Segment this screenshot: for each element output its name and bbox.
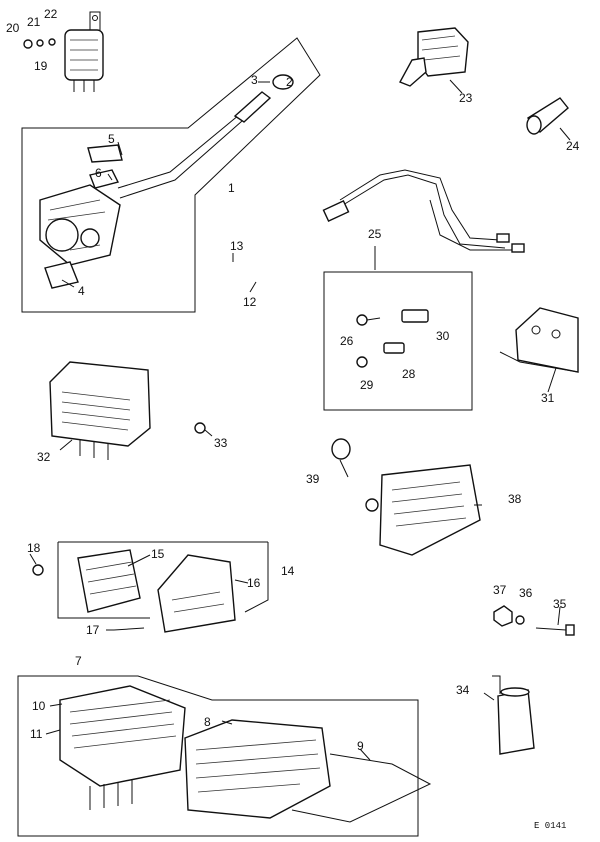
fuse-box bbox=[77, 549, 236, 633]
drawing-code: E 0141 bbox=[534, 821, 566, 831]
label-1: 1 bbox=[228, 181, 235, 195]
label-15: 15 bbox=[151, 547, 165, 561]
screw-33 bbox=[194, 422, 206, 434]
label-17: 17 bbox=[86, 623, 100, 637]
label-13: 13 bbox=[230, 239, 244, 253]
assembly-7-frame bbox=[17, 675, 419, 837]
label-16: 16 bbox=[247, 576, 261, 590]
label-34: 34 bbox=[456, 683, 470, 697]
part-labels: 1 2 3 4 5 6 7 8 9 10 11 12 13 14 15 16 1… bbox=[6, 7, 580, 831]
label-6: 6 bbox=[95, 166, 102, 180]
label-3: 3 bbox=[251, 73, 258, 87]
screw-17 bbox=[113, 627, 145, 631]
label-39: 39 bbox=[306, 472, 320, 486]
label-23: 23 bbox=[459, 91, 473, 105]
flasher-unit bbox=[23, 11, 104, 92]
label-31: 31 bbox=[541, 391, 555, 405]
wiring-harness bbox=[322, 169, 525, 253]
label-36: 36 bbox=[519, 586, 533, 600]
label-28: 28 bbox=[402, 367, 416, 381]
label-20: 20 bbox=[6, 21, 20, 35]
label-4: 4 bbox=[78, 284, 85, 298]
label-2: 2 bbox=[286, 75, 293, 89]
control-module bbox=[365, 464, 481, 556]
label-33: 33 bbox=[214, 436, 228, 450]
label-32: 32 bbox=[37, 450, 51, 464]
label-7: 7 bbox=[75, 654, 82, 668]
assembly-1-frame bbox=[21, 37, 321, 313]
label-14: 14 bbox=[281, 564, 295, 578]
regulator-assembly bbox=[59, 685, 432, 823]
label-5: 5 bbox=[108, 132, 115, 146]
label-26: 26 bbox=[340, 334, 354, 348]
connector-kit-frame bbox=[323, 271, 473, 411]
grommet-39 bbox=[331, 438, 351, 460]
connector-parts bbox=[356, 309, 429, 368]
label-29: 29 bbox=[360, 378, 374, 392]
toggle-switch bbox=[399, 27, 469, 87]
fuse-box-frame bbox=[57, 541, 269, 619]
label-24: 24 bbox=[566, 139, 580, 153]
leader-lines bbox=[29, 79, 571, 761]
label-25: 25 bbox=[368, 227, 382, 241]
relay-box bbox=[49, 361, 151, 460]
label-19: 19 bbox=[34, 59, 48, 73]
label-30: 30 bbox=[436, 329, 450, 343]
screw-18 bbox=[32, 564, 44, 576]
label-8: 8 bbox=[204, 715, 211, 729]
label-35: 35 bbox=[553, 597, 567, 611]
label-18: 18 bbox=[27, 541, 41, 555]
label-37: 37 bbox=[493, 583, 507, 597]
horn bbox=[492, 675, 535, 755]
label-21: 21 bbox=[27, 15, 41, 29]
combination-switch bbox=[39, 74, 294, 289]
grommet bbox=[526, 97, 569, 135]
label-38: 38 bbox=[508, 492, 522, 506]
label-9: 9 bbox=[357, 739, 364, 753]
label-22: 22 bbox=[44, 7, 58, 21]
bolt-set bbox=[493, 605, 575, 636]
label-11: 11 bbox=[30, 727, 43, 741]
label-10: 10 bbox=[32, 699, 46, 713]
mounting-bracket bbox=[499, 307, 579, 373]
label-12: 12 bbox=[243, 295, 257, 309]
